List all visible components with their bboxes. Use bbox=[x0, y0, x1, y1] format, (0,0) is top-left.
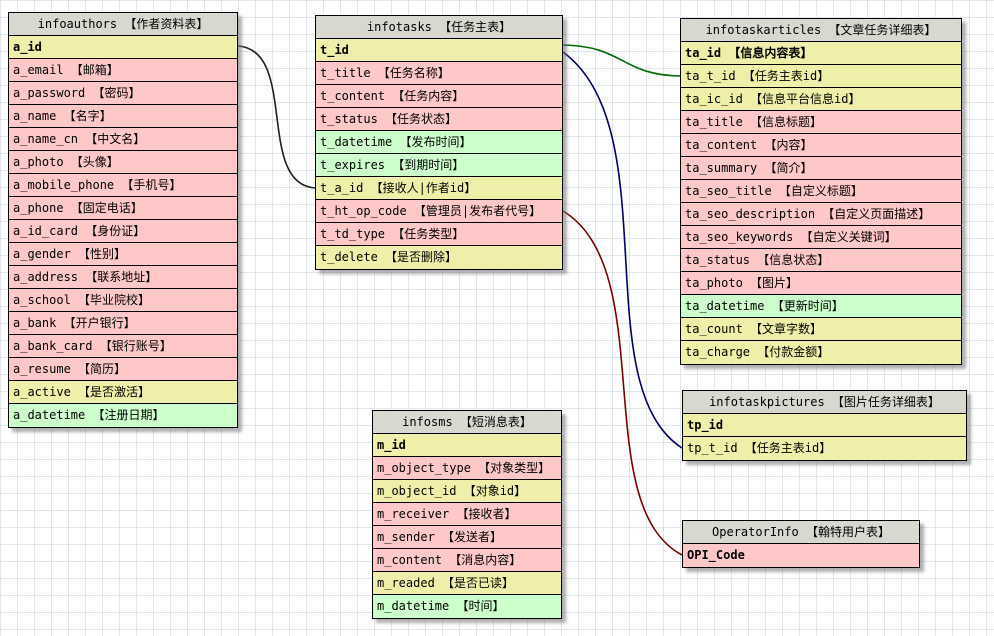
field-row[interactable]: m_receiver 【接收者】 bbox=[373, 503, 561, 526]
table-header-infosms[interactable]: infosms 【短消息表】 bbox=[373, 411, 561, 434]
field-row[interactable]: a_name 【名字】 bbox=[9, 105, 237, 128]
field-row[interactable]: a_gender 【性别】 bbox=[9, 243, 237, 266]
field-row[interactable]: a_email 【邮箱】 bbox=[9, 59, 237, 82]
field-row[interactable]: a_phone 【固定电话】 bbox=[9, 197, 237, 220]
field-row[interactable]: t_title 【任务名称】 bbox=[316, 62, 562, 85]
field-row[interactable]: a_datetime 【注册日期】 bbox=[9, 404, 237, 427]
field-row[interactable]: t_delete 【是否删除】 bbox=[316, 246, 562, 269]
field-row[interactable]: ta_title 【信息标题】 bbox=[681, 111, 961, 134]
field-row[interactable]: ta_photo 【图片】 bbox=[681, 272, 961, 295]
table-header-infotaskarticles[interactable]: infotaskarticles 【文章任务详细表】 bbox=[681, 19, 961, 42]
field-row[interactable]: a_id_card 【身份证】 bbox=[9, 220, 237, 243]
field-row-pk[interactable]: a_id bbox=[9, 36, 237, 59]
field-row[interactable]: a_active 【是否激活】 bbox=[9, 381, 237, 404]
field-row[interactable]: ta_summary 【简介】 bbox=[681, 157, 961, 180]
field-row[interactable]: a_mobile_phone 【手机号】 bbox=[9, 174, 237, 197]
field-row-pk[interactable]: m_id bbox=[373, 434, 561, 457]
field-row[interactable]: t_expires 【到期时间】 bbox=[316, 154, 562, 177]
relation-line-infoauthors.a_id-to-infotasks.t_a_id[interactable] bbox=[237, 45, 316, 189]
table-header-infoauthors[interactable]: infoauthors 【作者资料表】 bbox=[9, 13, 237, 36]
field-row[interactable]: m_content 【消息内容】 bbox=[373, 549, 561, 572]
field-row-pk[interactable]: OPI_Code bbox=[683, 544, 919, 567]
field-row[interactable]: a_bank_card 【银行账号】 bbox=[9, 335, 237, 358]
field-row[interactable]: t_datetime 【发布时间】 bbox=[316, 131, 562, 154]
db-table-infotaskarticles[interactable]: infotaskarticles 【文章任务详细表】ta_id 【信息内容表】t… bbox=[680, 18, 962, 365]
field-row[interactable]: a_resume 【简历】 bbox=[9, 358, 237, 381]
table-header-OperatorInfo[interactable]: OperatorInfo 【翰特用户表】 bbox=[683, 521, 919, 544]
field-row[interactable]: ta_count 【文章字数】 bbox=[681, 318, 961, 341]
field-row[interactable]: ta_ic_id 【信息平台信息id】 bbox=[681, 88, 961, 111]
field-row[interactable]: ta_status 【信息状态】 bbox=[681, 249, 961, 272]
field-row[interactable]: t_status 【任务状态】 bbox=[316, 108, 562, 131]
field-row[interactable]: m_datetime 【时间】 bbox=[373, 595, 561, 618]
field-row[interactable]: ta_datetime 【更新时间】 bbox=[681, 295, 961, 318]
field-row[interactable]: ta_content 【内容】 bbox=[681, 134, 961, 157]
field-row[interactable]: m_sender 【发送者】 bbox=[373, 526, 561, 549]
field-row[interactable]: t_ht_op_code 【管理员|发布者代号】 bbox=[316, 200, 562, 223]
field-row[interactable]: a_bank 【开户银行】 bbox=[9, 312, 237, 335]
field-row[interactable]: a_name_cn 【中文名】 bbox=[9, 128, 237, 151]
relation-line-infotasks.t_ht_op_code-to-OperatorInfo.OPI_Code[interactable] bbox=[562, 210, 683, 556]
field-row-pk[interactable]: t_id bbox=[316, 39, 562, 62]
field-row[interactable]: ta_t_id 【任务主表id】 bbox=[681, 65, 961, 88]
field-row[interactable]: a_address 【联系地址】 bbox=[9, 266, 237, 289]
field-row[interactable]: m_object_type 【对象类型】 bbox=[373, 457, 561, 480]
field-row[interactable]: a_school 【毕业院校】 bbox=[9, 289, 237, 312]
field-row[interactable]: ta_charge 【付款金额】 bbox=[681, 341, 961, 364]
field-row[interactable]: t_content 【任务内容】 bbox=[316, 85, 562, 108]
field-row[interactable]: t_a_id 【接收人|作者id】 bbox=[316, 177, 562, 200]
table-header-infotasks[interactable]: infotasks 【任务主表】 bbox=[316, 16, 562, 39]
field-row[interactable]: ta_seo_description 【自定义页面描述】 bbox=[681, 203, 961, 226]
field-row[interactable]: t_td_type 【任务类型】 bbox=[316, 223, 562, 246]
relation-line-infotasks.t_id-to-infotaskarticles.ta_t_id[interactable] bbox=[562, 44, 681, 77]
field-row[interactable]: ta_seo_title 【自定义标题】 bbox=[681, 180, 961, 203]
field-row[interactable]: tp_t_id 【任务主表id】 bbox=[683, 437, 966, 460]
field-row-pk[interactable]: ta_id 【信息内容表】 bbox=[681, 42, 961, 65]
field-row[interactable]: ta_seo_keywords 【自定义关键词】 bbox=[681, 226, 961, 249]
field-row[interactable]: a_photo 【头像】 bbox=[9, 151, 237, 174]
field-row[interactable]: a_password 【密码】 bbox=[9, 82, 237, 105]
field-row-pk[interactable]: tp_id bbox=[683, 414, 966, 437]
table-header-infotaskpictures[interactable]: infotaskpictures 【图片任务详细表】 bbox=[683, 391, 966, 414]
relation-line-infotasks.t_id-to-infotaskpictures.tp_t_id[interactable] bbox=[562, 51, 683, 449]
field-row[interactable]: m_readed 【是否已读】 bbox=[373, 572, 561, 595]
db-table-OperatorInfo[interactable]: OperatorInfo 【翰特用户表】OPI_Code bbox=[682, 520, 920, 568]
field-row[interactable]: m_object_id 【对象id】 bbox=[373, 480, 561, 503]
